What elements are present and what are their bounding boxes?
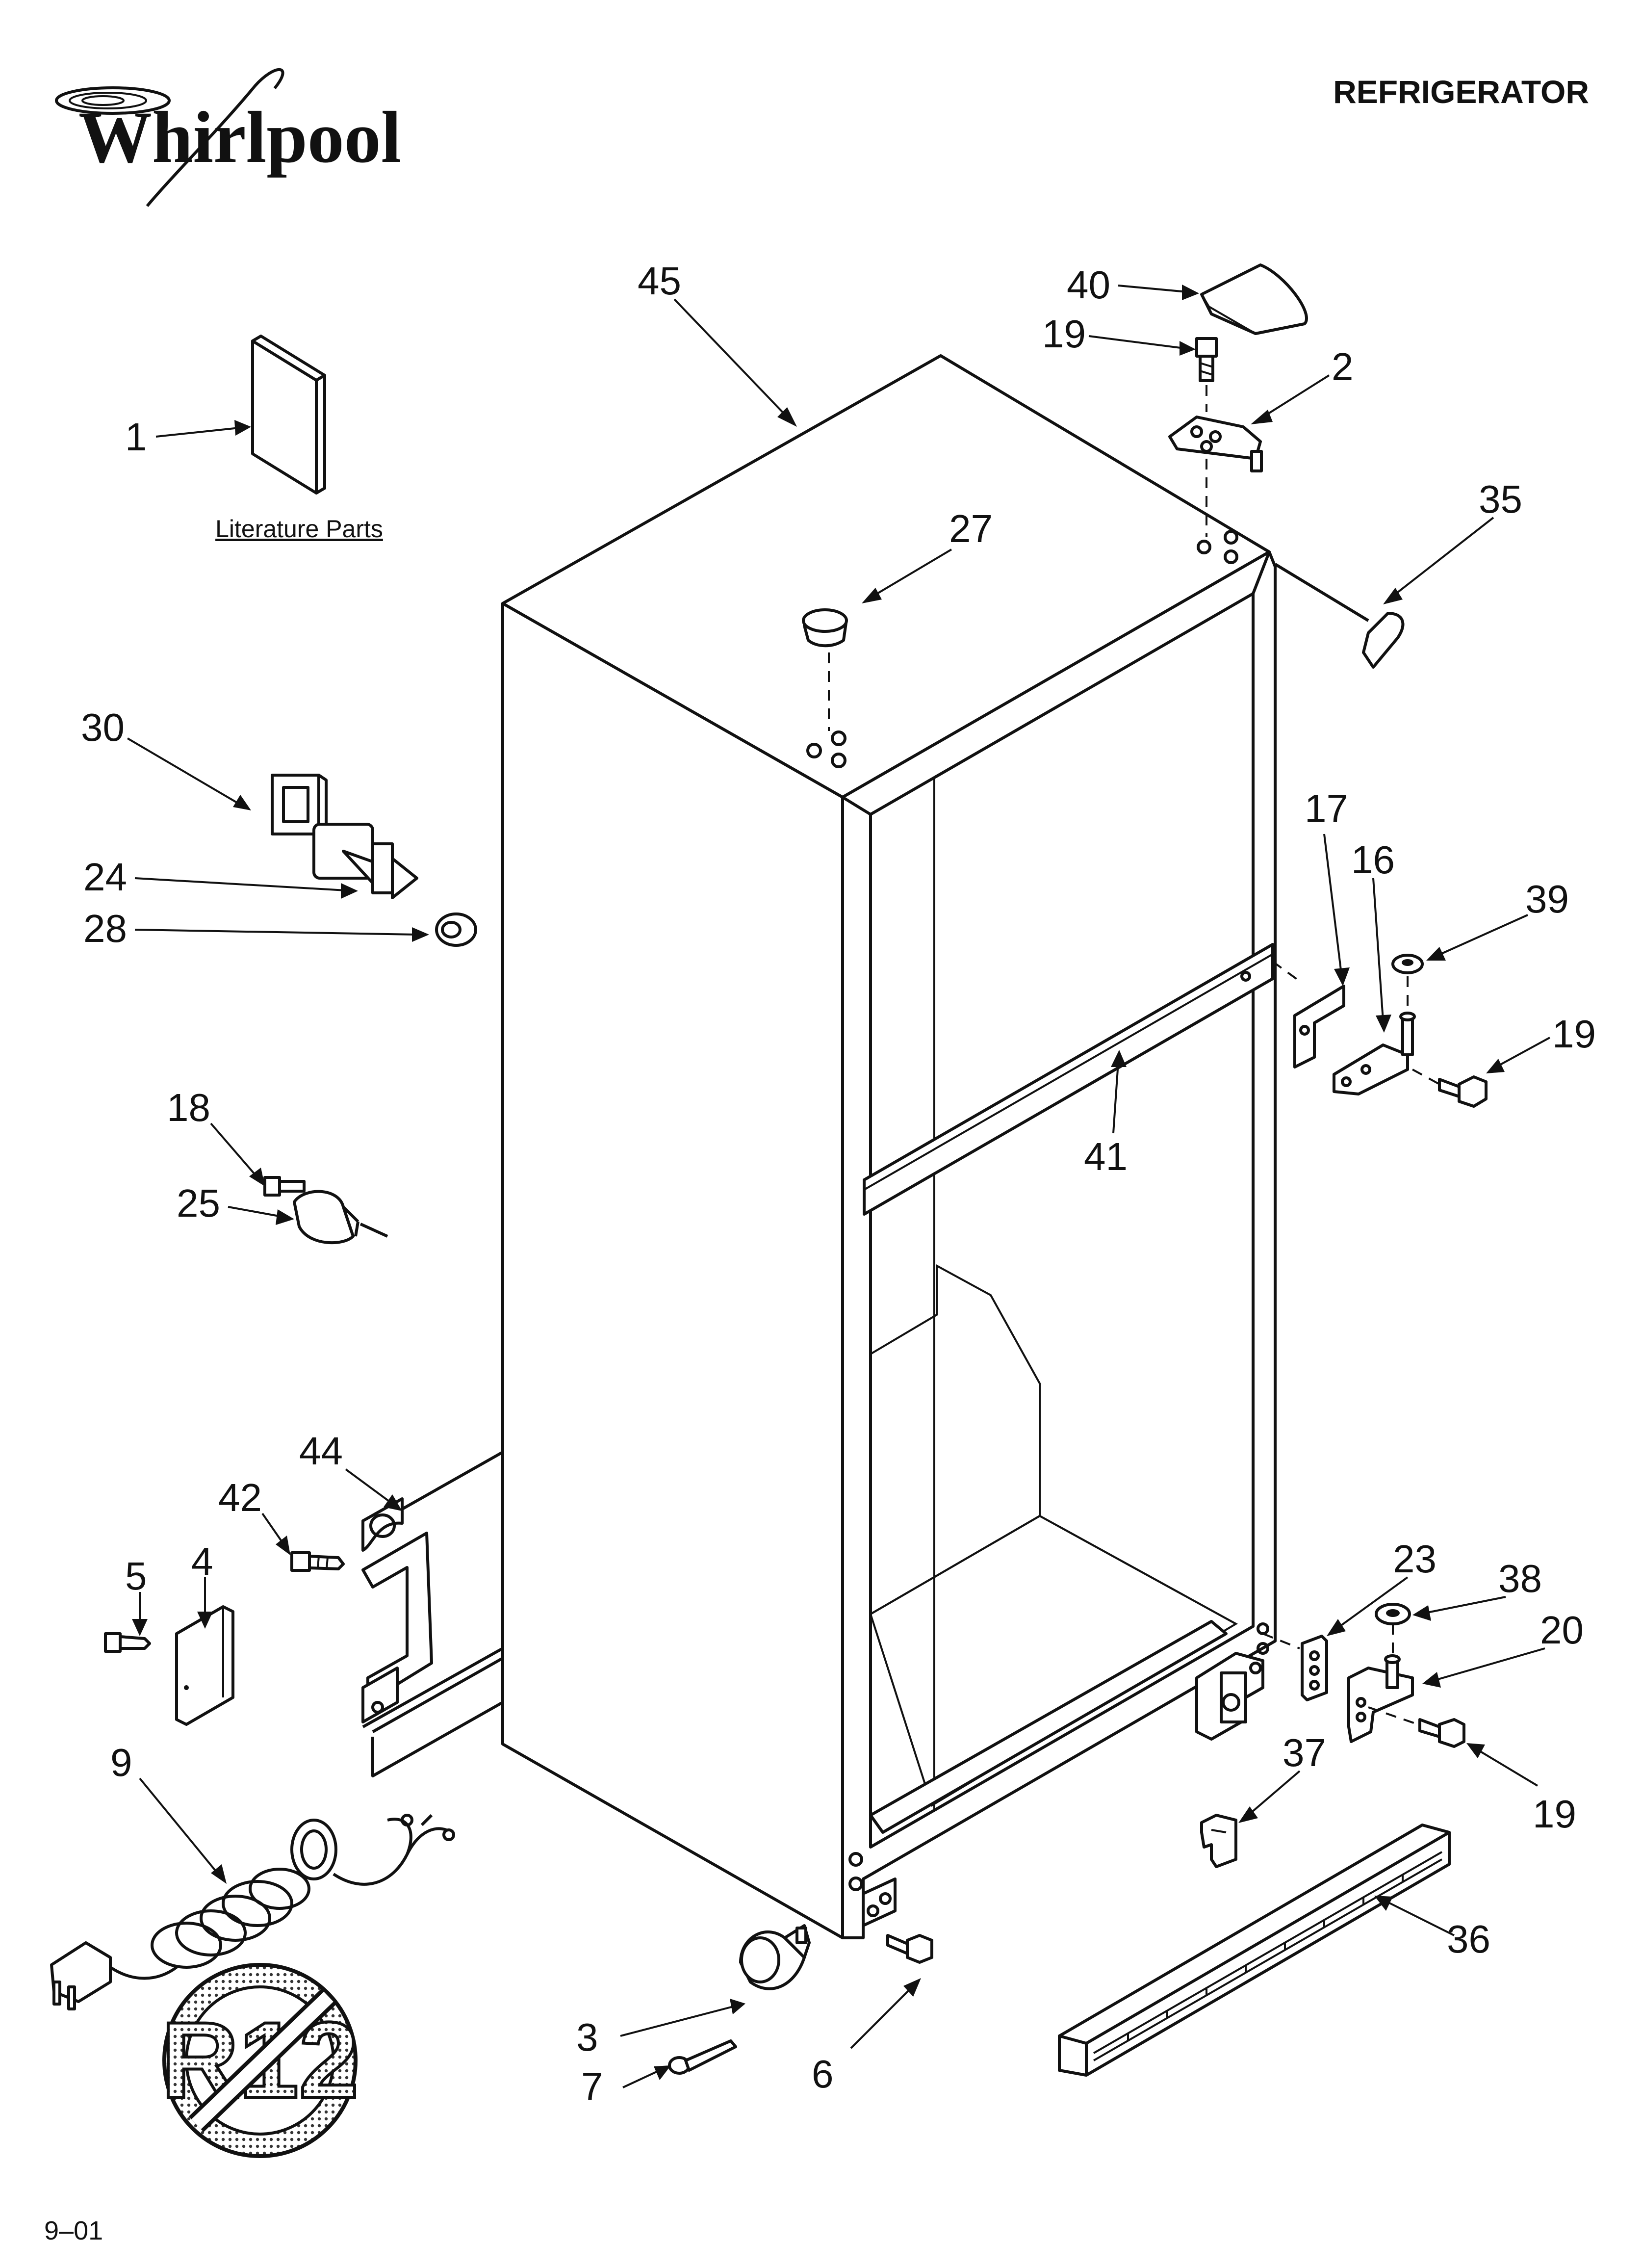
callout-6: 6 bbox=[812, 2052, 834, 2096]
screw-part-5 bbox=[104, 1632, 151, 1653]
brand-wordmark: Whirlpool bbox=[78, 97, 401, 178]
center-mullion-part-41 bbox=[863, 943, 1274, 1216]
callout-7: 7 bbox=[581, 2064, 603, 2108]
hinge-shim-part-35 bbox=[1362, 612, 1405, 669]
power-cord-part-9 bbox=[50, 1814, 455, 2010]
callout-37: 37 bbox=[1283, 1731, 1326, 1774]
literature-parts-label: Literature Parts bbox=[215, 515, 383, 543]
callout-27: 27 bbox=[949, 507, 993, 550]
callout-44: 44 bbox=[299, 1429, 343, 1473]
bottom-hinge-part-20 bbox=[1347, 1654, 1414, 1743]
callout-numbers: 45 40 19 2 1 27 35 30 24 28 17 16 39 19 … bbox=[81, 259, 1596, 2108]
callout-25: 25 bbox=[177, 1181, 220, 1225]
callout-41: 41 bbox=[1084, 1135, 1128, 1178]
hinge-cover-part-40 bbox=[1200, 263, 1308, 335]
callout-30: 30 bbox=[81, 705, 125, 749]
callout-39: 39 bbox=[1525, 877, 1569, 921]
clamp-part-25 bbox=[293, 1190, 359, 1245]
refrigerator-cabinet bbox=[372, 354, 1277, 1939]
callout-42: 42 bbox=[218, 1476, 262, 1519]
shim-part-23 bbox=[1301, 1635, 1328, 1701]
bottom-left-front-bracket bbox=[862, 1877, 897, 1927]
bottom-hinge-bracket-on-cabinet bbox=[1195, 1622, 1269, 1741]
callout-23: 23 bbox=[1393, 1537, 1437, 1581]
callout-40: 40 bbox=[1067, 263, 1110, 307]
callout-9: 9 bbox=[110, 1741, 132, 1784]
callout-5: 5 bbox=[125, 1554, 147, 1598]
callout-20: 20 bbox=[1540, 1608, 1584, 1652]
callout-19-top: 19 bbox=[1042, 312, 1086, 356]
hinge-bracket-part-17 bbox=[1293, 985, 1345, 1069]
callout-1: 1 bbox=[125, 415, 147, 459]
callout-45: 45 bbox=[638, 259, 681, 303]
clip-part-37 bbox=[1200, 1814, 1237, 1868]
hinge-screw-part-19-middle bbox=[1438, 1075, 1488, 1108]
screw-part-6 bbox=[886, 1934, 933, 1964]
shaft-part-24 bbox=[312, 823, 418, 899]
callout-17: 17 bbox=[1305, 786, 1348, 830]
roller-pin-part-7 bbox=[668, 2039, 737, 2075]
page-title: REFRIGERATOR bbox=[1333, 74, 1589, 110]
whirlpool-logo: Whirlpool bbox=[55, 68, 401, 207]
hinge-screw-part-19-bottom bbox=[1418, 1718, 1465, 1748]
callout-19-bottom: 19 bbox=[1533, 1792, 1576, 1836]
clip-screw-part-18 bbox=[263, 1176, 306, 1197]
washer-part-38 bbox=[1375, 1603, 1411, 1625]
callout-leaders bbox=[127, 285, 1550, 2088]
callout-18: 18 bbox=[167, 1086, 210, 1129]
date-code: 9–01 bbox=[44, 2216, 103, 2245]
center-hinge-part-16 bbox=[1333, 1012, 1416, 1095]
callout-3: 3 bbox=[576, 2015, 598, 2059]
grille-slots bbox=[1127, 1875, 1404, 2041]
rear-panel-part-44 bbox=[361, 1497, 504, 1777]
bushing-part-28 bbox=[435, 912, 477, 947]
roller-part-3 bbox=[739, 1924, 811, 1990]
cover-part-4 bbox=[175, 1605, 234, 1726]
callout-36: 36 bbox=[1447, 1917, 1490, 1961]
screw-part-42 bbox=[290, 1551, 345, 1572]
callout-38: 38 bbox=[1498, 1557, 1542, 1600]
callout-4: 4 bbox=[191, 1539, 213, 1583]
callout-2: 2 bbox=[1332, 345, 1354, 389]
callout-35: 35 bbox=[1479, 477, 1522, 521]
literature-parts-booklet bbox=[251, 335, 326, 495]
hinge-screw-part-19-top bbox=[1195, 337, 1218, 382]
plug-part-27 bbox=[802, 608, 848, 648]
callout-28: 28 bbox=[83, 907, 127, 950]
callout-19-middle: 19 bbox=[1552, 1012, 1596, 1056]
top-hinge-part-2 bbox=[1168, 416, 1263, 472]
toe-grille-part-36 bbox=[1058, 1824, 1451, 2077]
callout-24: 24 bbox=[83, 855, 127, 899]
washer-part-39 bbox=[1391, 954, 1424, 974]
no-r12-badge: R12 bbox=[159, 1963, 360, 2158]
callout-16: 16 bbox=[1351, 838, 1395, 882]
